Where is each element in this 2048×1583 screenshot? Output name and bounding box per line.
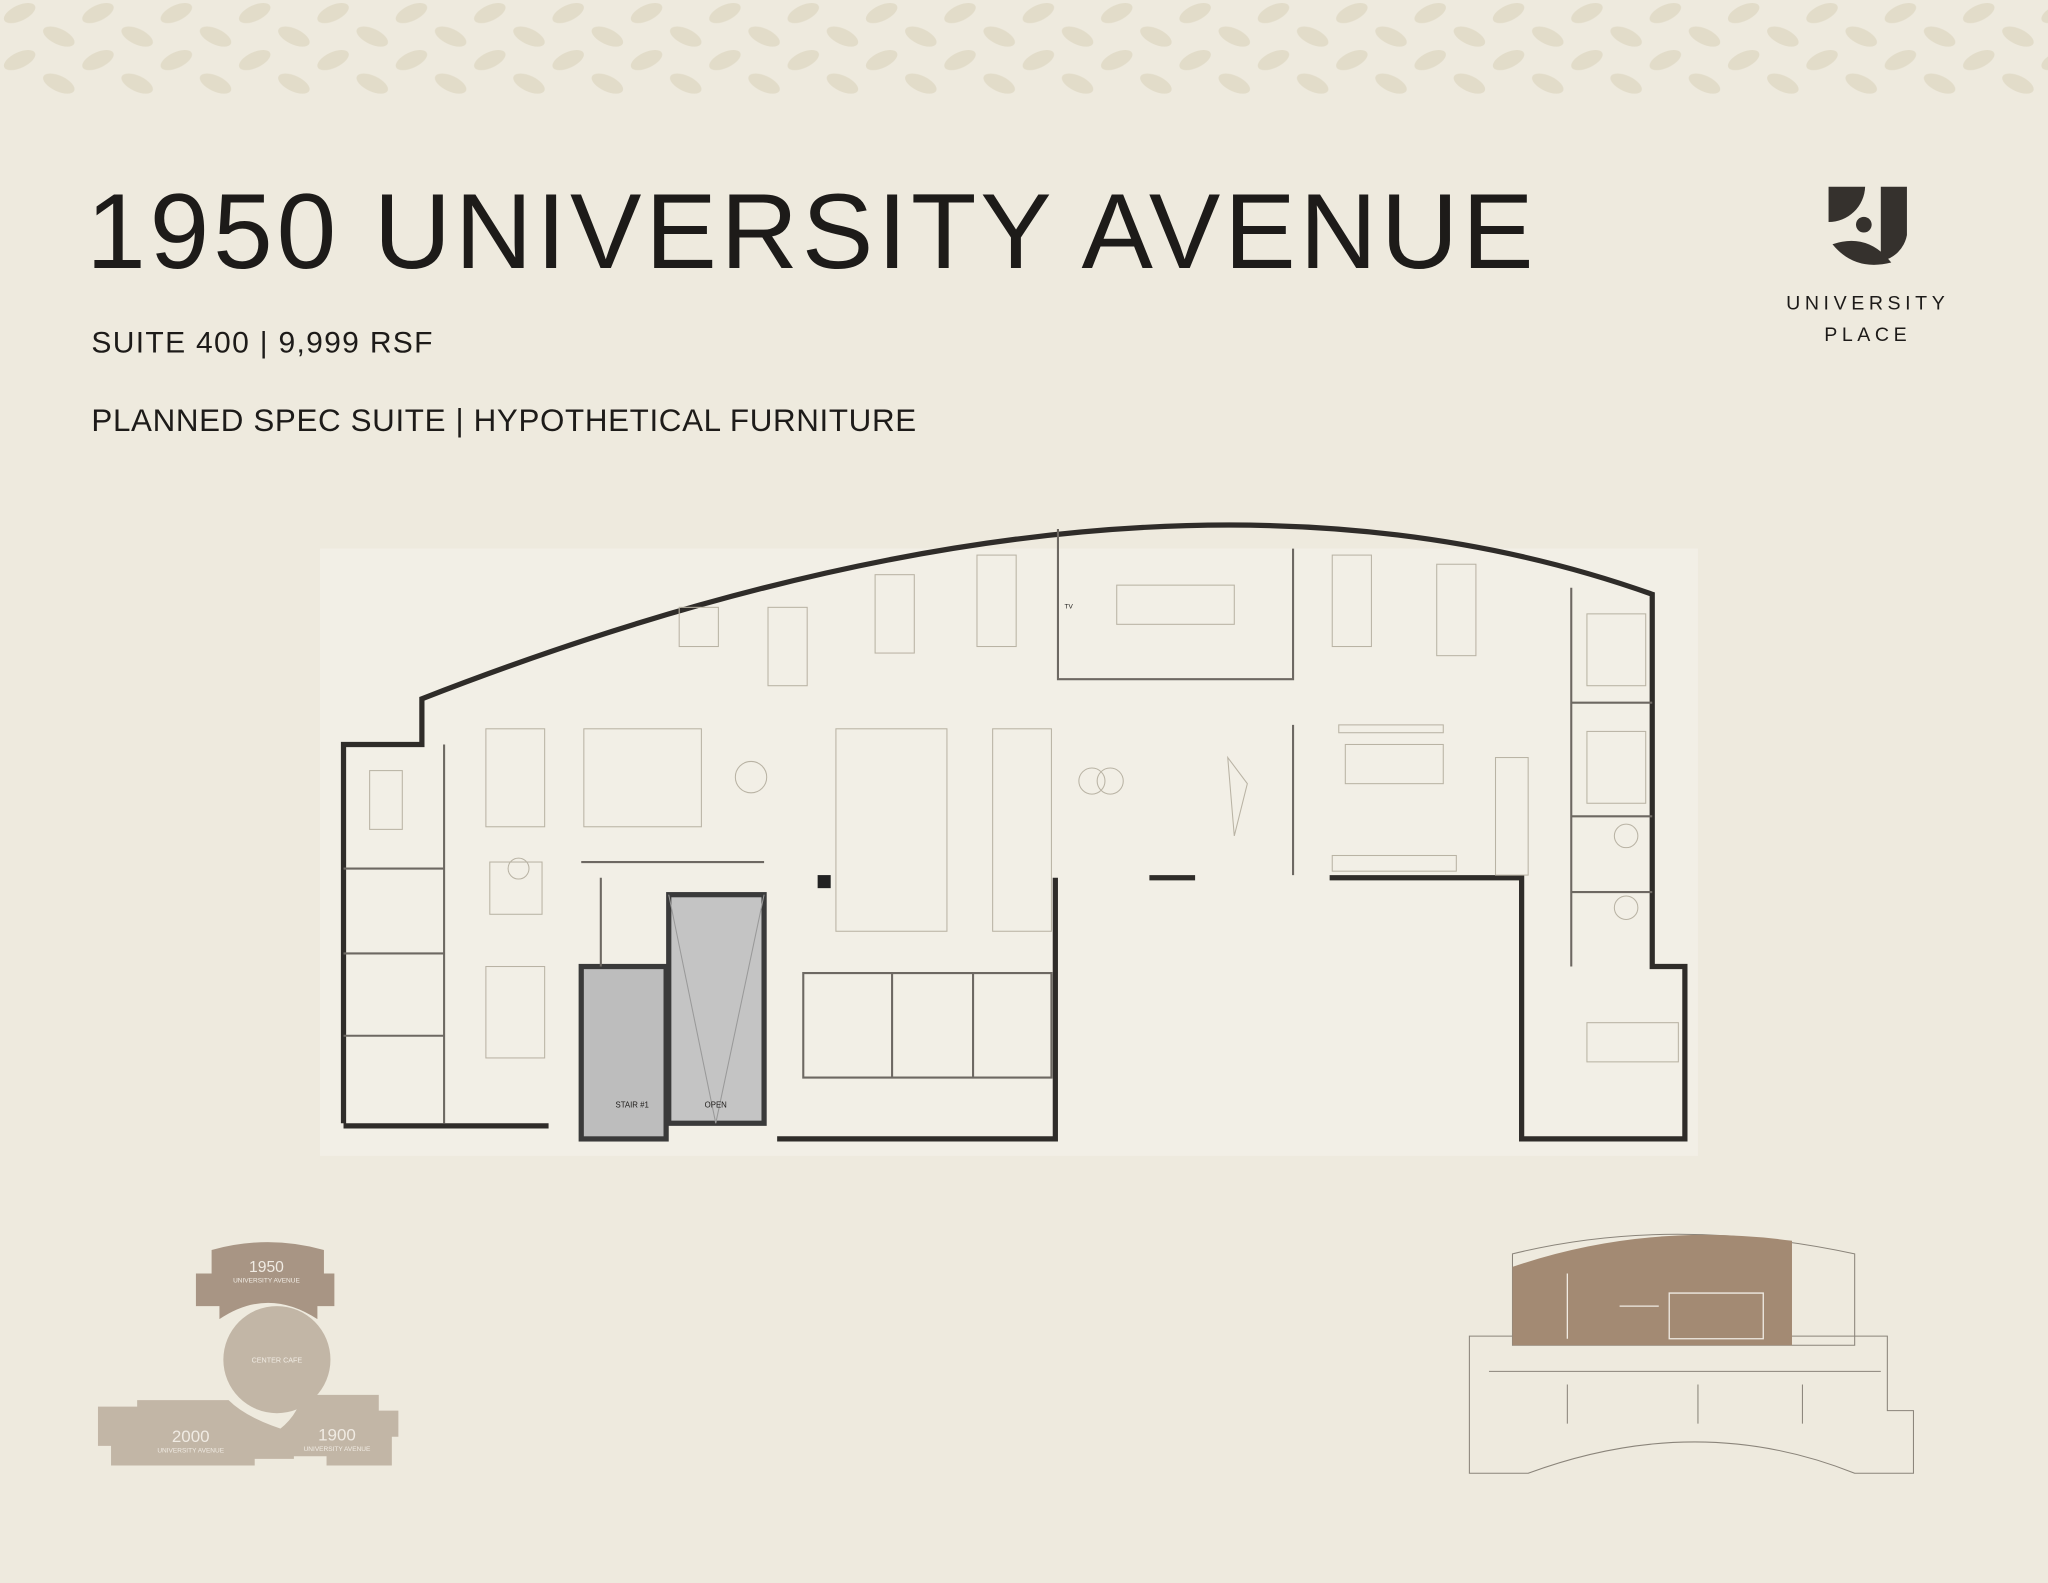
center-cafe-label: CENTER CAFE [252,1356,303,1364]
building-2000 [97,1400,294,1466]
suite-info: SUITE 400 | 9,999 RSF [91,327,433,360]
stair [578,963,669,1142]
exterior-wall [340,522,1688,1142]
logo-text-line2: PLACE [1824,324,1911,346]
plan-note: PLANNED SPEC SUITE | HYPOTHETICAL FURNIT… [91,403,916,438]
building-1900-number: 1900 [318,1426,356,1445]
building-1950-street: UNIVERSITY AVENUE [233,1278,300,1285]
building-1950 [195,1242,335,1320]
floor-plan: STAIR #1 OPEN TV [320,522,1698,1156]
decorative-leaf-band [0,0,2048,95]
tv-label: TV [1064,604,1073,611]
center-cafe [223,1306,331,1414]
page-title: 1950 UNIVERSITY AVENUE [86,171,1537,291]
key-plan [1468,1233,1914,1474]
university-place-logo-icon [1828,186,1907,265]
building-2000-number: 2000 [172,1427,210,1446]
open-shaft [666,892,767,1126]
building-1900 [267,1394,399,1466]
stair-label: STAIR #1 [615,1101,648,1110]
building-1900-street: UNIVERSITY AVENUE [304,1446,371,1453]
building-1950-number: 1950 [249,1259,284,1276]
suite-highlight [1512,1234,1792,1346]
building-2000-street: UNIVERSITY AVENUE [157,1447,224,1454]
site-map: 1950 UNIVERSITY AVENUE CENTER CAFE 2000 … [97,1242,399,1466]
logo-text-line1: UNIVERSITY [1786,293,1949,315]
open-label: OPEN [705,1101,728,1110]
